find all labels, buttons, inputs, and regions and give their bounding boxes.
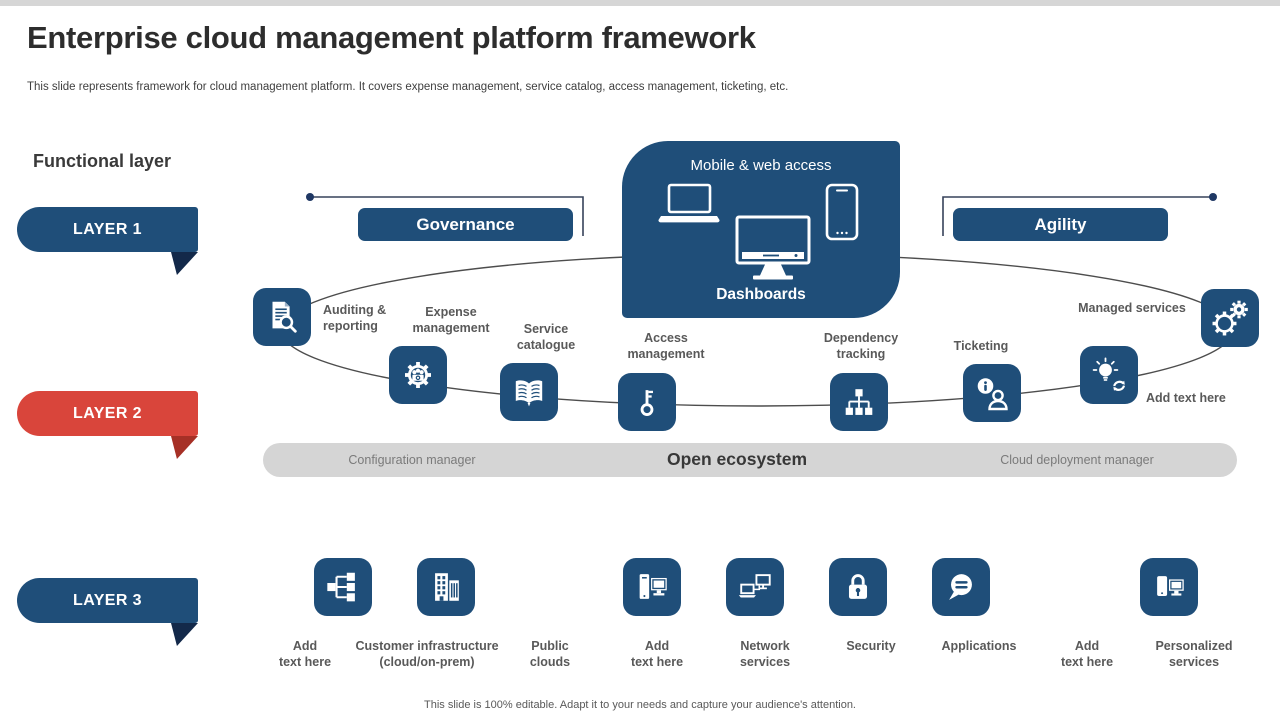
- service-catalogue-tile: [500, 363, 558, 421]
- dependency-tracking-tile: [830, 373, 888, 431]
- chat-bubble-icon: [949, 574, 972, 600]
- layer3-ribbon: LAYER 3: [17, 578, 198, 623]
- personalized-services-tile: [1140, 558, 1198, 616]
- idea-refresh-icon: [1092, 357, 1126, 391]
- managed-services-label: Managed services: [1078, 301, 1186, 315]
- auditing-reporting-label: Auditing & reporting: [323, 303, 387, 333]
- functional-layer-label: Functional layer: [33, 151, 172, 171]
- padlock-icon: [848, 574, 868, 599]
- governance-bracket-line: [310, 196, 584, 236]
- add-text-here-label[interactable]: Add text here: [1146, 391, 1226, 405]
- workstation-icon: [639, 574, 667, 599]
- agility-label: Agility: [1034, 214, 1087, 234]
- bottom-add-text-label-3[interactable]: Add text here: [1060, 639, 1114, 669]
- agility-box: Agility: [953, 208, 1168, 241]
- applications-tile: [932, 558, 990, 616]
- network-services-tile: [726, 558, 784, 616]
- dependency-tracking-label: Dependency tracking: [823, 331, 899, 361]
- configuration-manager-label: Configuration manager: [348, 453, 476, 467]
- bottom-add-text-label[interactable]: Add text here: [278, 639, 332, 669]
- service-catalogue-label: Service catalogue: [516, 322, 576, 352]
- mobile-web-access-box: Mobile & web access Dashboards: [622, 141, 900, 318]
- flowchart-icon: [327, 572, 355, 602]
- open-ecosystem-bar: Configuration manager Open ecosystem Clo…: [263, 443, 1237, 477]
- open-ecosystem-label: Open ecosystem: [666, 449, 808, 469]
- layer2-ribbon: LAYER 2: [17, 391, 198, 436]
- open-book-icon: [515, 380, 543, 407]
- customer-infrastructure-label: Customer infrastructure (cloud/on-prem): [355, 639, 499, 669]
- agility-bracket-line: [942, 196, 1213, 236]
- slide-top-edge: [0, 0, 1280, 6]
- layer2-label: LAYER 2: [73, 404, 142, 422]
- page-title: Enterprise cloud management platform fra…: [27, 20, 756, 55]
- dashboards-label: Dashboards: [716, 286, 806, 303]
- governance-box: Governance: [358, 208, 573, 241]
- layer1-ribbon: LAYER 1: [17, 207, 198, 252]
- gear-coins-icon: [405, 362, 431, 388]
- security-tile: [829, 558, 887, 616]
- governance-label: Governance: [416, 214, 515, 234]
- gears-icon: [1212, 300, 1248, 336]
- add-text-here-tile: [1080, 346, 1138, 404]
- bottom-add-text-tile: [314, 558, 372, 616]
- laptop-icon: [658, 183, 720, 223]
- cloud-deployment-manager-label: Cloud deployment manager: [1000, 453, 1154, 467]
- connected-devices-icon: [738, 574, 771, 598]
- document-search-icon: [272, 301, 297, 333]
- access-management-tile: [618, 373, 676, 431]
- expense-management-label: Expense management: [412, 305, 490, 335]
- managed-services-tile: [1201, 289, 1259, 347]
- smartphone-icon: [825, 183, 859, 241]
- ticketing-label: Ticketing: [953, 339, 1009, 353]
- governance-bracket-dot: [306, 193, 314, 201]
- expense-management-tile: [389, 346, 447, 404]
- phone-monitor-icon: [1157, 576, 1184, 597]
- mobile-web-access-label: Mobile & web access: [690, 157, 832, 174]
- auditing-reporting-tile: [253, 288, 311, 346]
- slide-subtitle: This slide represents framework for clou…: [27, 81, 789, 93]
- bottom-add-text-tile-2: [623, 558, 681, 616]
- layer1-label: LAYER 1: [73, 220, 142, 238]
- support-person-icon: [977, 378, 1008, 411]
- public-clouds-label: Public clouds: [529, 639, 571, 669]
- hierarchy-icon: [845, 389, 873, 415]
- bottom-add-text-label-2[interactable]: Add text here: [630, 639, 684, 669]
- access-management-label: Access management: [627, 331, 705, 361]
- ticketing-tile: [963, 364, 1021, 422]
- personalized-services-label: Personalized services: [1155, 639, 1233, 669]
- buildings-icon: [435, 573, 459, 601]
- network-services-label: Network services: [739, 639, 791, 669]
- applications-label: Applications: [941, 639, 1017, 653]
- security-label: Security: [846, 639, 896, 653]
- customer-infrastructure-tile: [417, 558, 475, 616]
- slide-footer-note: This slide is 100% editable. Adapt it to…: [424, 699, 856, 711]
- layer3-label: LAYER 3: [73, 591, 142, 609]
- desktop-monitor-icon: [735, 215, 811, 280]
- agility-bracket-dot: [1209, 193, 1217, 201]
- key-icon: [640, 390, 654, 416]
